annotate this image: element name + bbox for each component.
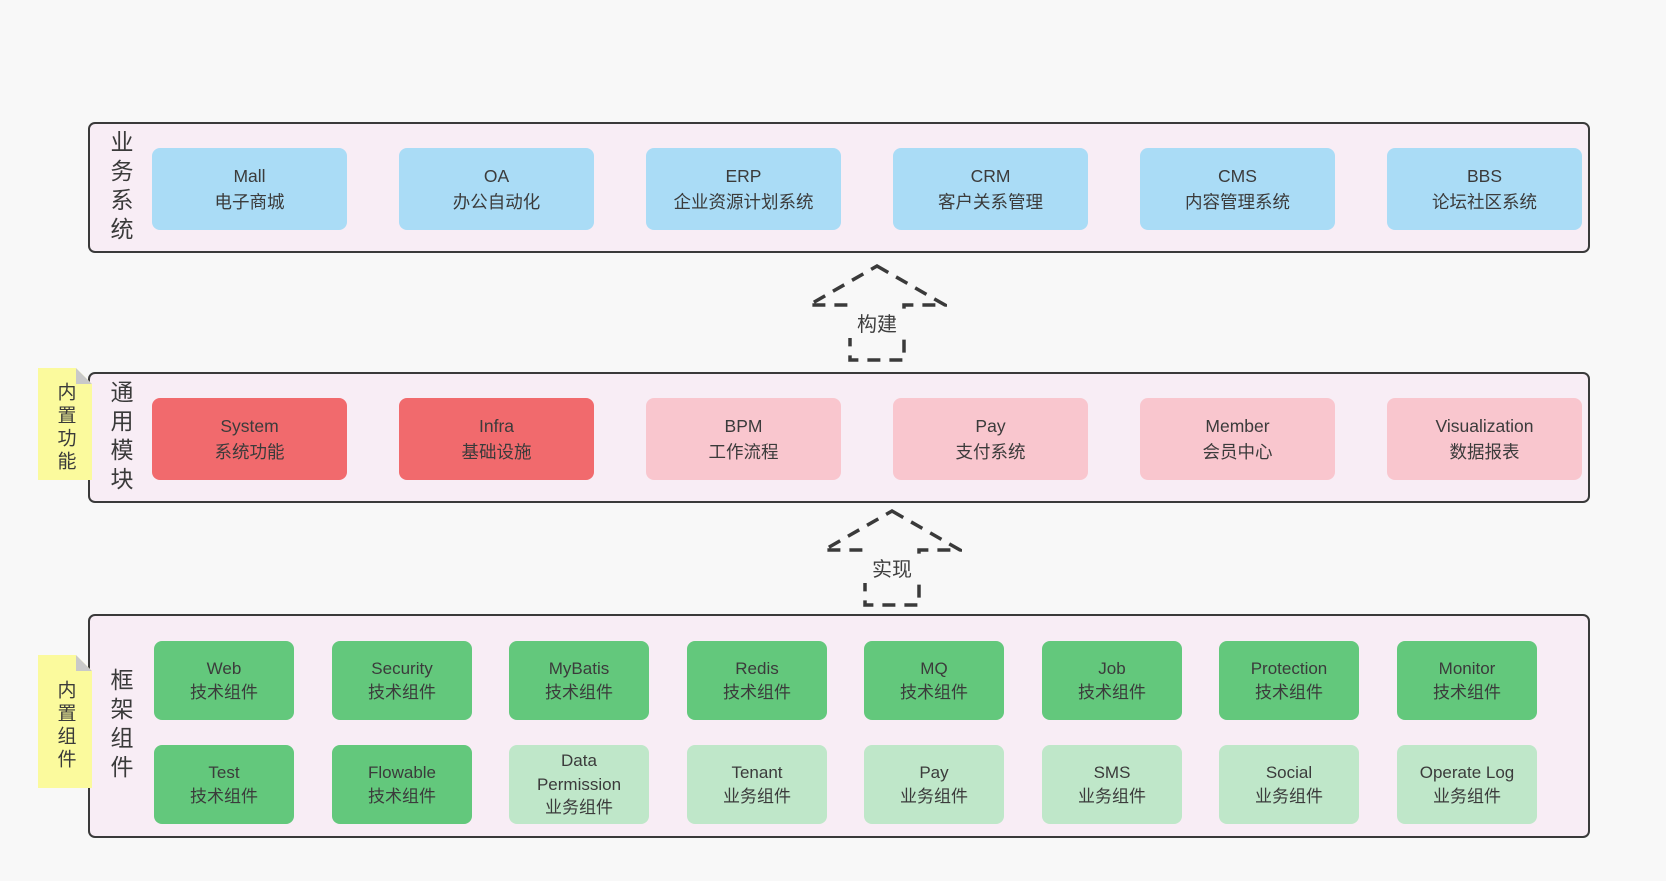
box-title: ERP <box>725 165 762 186</box>
box-subtitle: 技术组件 <box>1078 682 1146 702</box>
arrow-label: 构建 <box>857 313 897 336</box>
box-title: Job <box>1098 659 1126 679</box>
box-title: Pay <box>919 763 949 783</box>
panel-label: 通用模块 <box>107 379 133 496</box>
box-monitor: Monitor 技术组件 <box>1397 641 1537 720</box>
box-title: Infra <box>478 415 515 436</box>
box-oa: OA 办公自动化 <box>399 148 594 230</box>
box-subtitle: 工作流程 <box>708 442 779 462</box>
box-subtitle: 技术组件 <box>368 786 436 806</box>
box-title: BBS <box>1466 165 1503 186</box>
box-mall: Mall 电子商城 <box>152 148 347 230</box>
implement-arrow: 实现 <box>822 508 962 607</box>
panel-label: 框架组件 <box>107 668 133 784</box>
box-title: OA <box>483 165 510 186</box>
box-infra: Infra 基础设施 <box>399 398 594 480</box>
build-arrow: 构建 <box>807 263 947 362</box>
box-title: MyBatis <box>548 659 610 679</box>
box-web: Web 技术组件 <box>154 641 294 720</box>
box-title: Mall <box>233 165 266 186</box>
box-job: Job 技术组件 <box>1042 641 1182 720</box>
box-subtitle: 会员中心 <box>1202 442 1273 462</box>
box-subtitle: 业务组件 <box>723 786 791 806</box>
box-subtitle: 内容管理系统 <box>1185 192 1290 212</box>
box-title: SMS <box>1093 763 1131 783</box>
box-title: System <box>220 415 279 436</box>
box-pay-system: Pay 支付系统 <box>893 398 1088 480</box>
box-title: CMS <box>1218 165 1257 186</box>
box-sms: SMS 业务组件 <box>1042 745 1182 824</box>
box-subtitle: 业务组件 <box>545 798 613 818</box>
box-title: Monitor <box>1438 659 1496 679</box>
box-flowable: Flowable 技术组件 <box>332 745 472 824</box>
note-label: 内置组件 <box>54 679 76 772</box>
box-subtitle: 客户关系管理 <box>938 192 1043 212</box>
box-subtitle: 技术组件 <box>1255 682 1323 702</box>
box-title: Flowable <box>367 763 437 783</box>
box-subtitle: 技术组件 <box>190 786 258 806</box>
box-erp: ERP 企业资源计划系统 <box>646 148 841 230</box>
box-subtitle: 技术组件 <box>368 682 436 702</box>
box-protection: Protection 技术组件 <box>1219 641 1359 720</box>
box-title: Security <box>371 659 433 679</box>
box-tenant: Tenant 业务组件 <box>687 745 827 824</box>
box-title: Web <box>206 659 242 679</box>
box-mybatis: MyBatis 技术组件 <box>509 641 649 720</box>
box-pay-business: Pay 业务组件 <box>864 745 1004 824</box>
box-title: Redis <box>735 659 779 679</box>
box-subtitle: 论坛社区系统 <box>1432 192 1537 212</box>
box-bpm: BPM 工作流程 <box>646 398 841 480</box>
box-title: Visualization <box>1435 415 1534 436</box>
box-title: Data Permission <box>536 751 622 794</box>
panel-label: 业务系统 <box>107 129 133 246</box>
arrow-label: 实现 <box>872 558 912 581</box>
box-title: Protection <box>1250 659 1328 679</box>
common-modules-panel: 通用模块 System 系统功能 Infra 基础设施 BPM 工作流程 Pay… <box>88 372 1590 503</box>
box-subtitle: 业务组件 <box>900 786 968 806</box>
box-title: Tenant <box>731 763 783 783</box>
box-member: Member 会员中心 <box>1140 398 1335 480</box>
box-subtitle: 电子商城 <box>214 192 285 212</box>
box-redis: Redis 技术组件 <box>687 641 827 720</box>
box-title: Member <box>1205 415 1270 436</box>
box-subtitle: 企业资源计划系统 <box>673 192 814 212</box>
box-bbs: BBS 论坛社区系统 <box>1387 148 1582 230</box>
box-subtitle: 办公自动化 <box>452 192 541 212</box>
builtin-components-note: 内置组件 <box>38 655 92 788</box>
box-subtitle: 业务组件 <box>1433 786 1501 806</box>
box-subtitle: 基础设施 <box>461 442 532 462</box>
note-label: 内置功能 <box>54 382 76 474</box>
box-title: Test <box>208 763 240 783</box>
box-cms: CMS 内容管理系统 <box>1140 148 1335 230</box>
builtin-features-note: 内置功能 <box>38 368 92 480</box>
box-title: Operate Log <box>1419 763 1515 783</box>
box-mq: MQ 技术组件 <box>864 641 1004 720</box>
box-data-permission: Data Permission 业务组件 <box>509 745 649 824</box>
box-subtitle: 支付系统 <box>955 442 1026 462</box>
box-subtitle: 技术组件 <box>723 682 791 702</box>
box-subtitle: 数据报表 <box>1449 442 1520 462</box>
box-subtitle: 技术组件 <box>900 682 968 702</box>
box-subtitle: 技术组件 <box>1433 682 1501 702</box>
box-security: Security 技术组件 <box>332 641 472 720</box>
box-visualization: Visualization 数据报表 <box>1387 398 1582 480</box>
box-crm: CRM 客户关系管理 <box>893 148 1088 230</box>
framework-components-panel: 框架组件 Web 技术组件 Security 技术组件 MyBatis 技术组件… <box>88 614 1590 838</box>
box-subtitle: 业务组件 <box>1255 786 1323 806</box>
box-social: Social 业务组件 <box>1219 745 1359 824</box>
box-title: Pay <box>975 415 1006 436</box>
box-operate-log: Operate Log 业务组件 <box>1397 745 1537 824</box>
box-title: Social <box>1265 763 1313 783</box>
box-subtitle: 业务组件 <box>1078 786 1146 806</box>
box-subtitle: 技术组件 <box>545 682 613 702</box>
box-subtitle: 系统功能 <box>214 442 285 462</box>
box-title: CRM <box>970 165 1011 186</box>
business-systems-panel: 业务系统 Mall 电子商城 OA 办公自动化 ERP 企业资源计划系统 CRM… <box>88 122 1590 253</box>
box-test: Test 技术组件 <box>154 745 294 824</box>
box-title: MQ <box>920 659 948 679</box>
box-system: System 系统功能 <box>152 398 347 480</box>
box-title: BPM <box>724 415 763 436</box>
box-subtitle: 技术组件 <box>190 682 258 702</box>
